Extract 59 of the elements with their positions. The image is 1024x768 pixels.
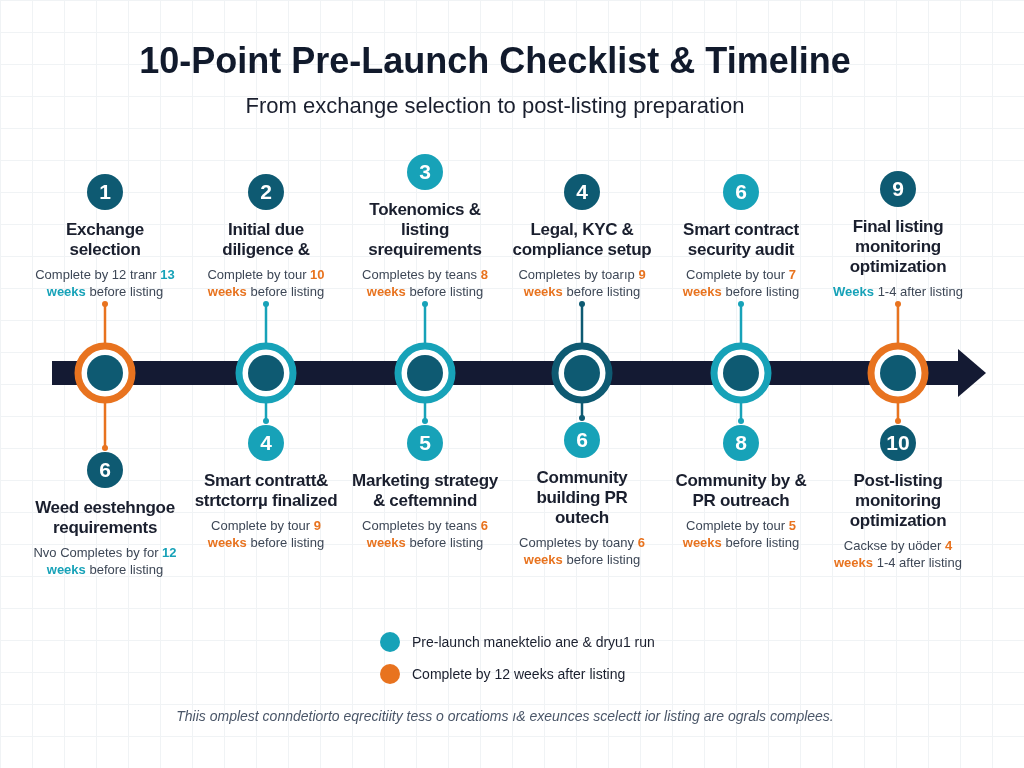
step-heading: Weed eestehngoe requirements: [34, 498, 176, 538]
step-heading: Community building PR outech: [535, 468, 629, 528]
due-date-text: Complete by tour 9 weeks before listing: [206, 517, 326, 551]
number-badge: 8: [723, 425, 759, 461]
connector-line: [422, 301, 428, 346]
step-heading: Exchange selection: [65, 220, 145, 260]
due-date-text: Completes by toany 6 weeks before listing: [518, 534, 646, 568]
number-badge: 10: [880, 425, 916, 461]
due-date-text: Complete by tour 10 weeks before listing: [206, 266, 326, 300]
step-heading: Tokenomics & listing srequirements: [367, 200, 483, 260]
number-badge: 2: [248, 174, 284, 210]
step-heading: Final listing monitoring optimization: [848, 217, 948, 277]
number-badge: 1: [87, 174, 123, 210]
step-heading: Marketing strategy & ceftemnind: [351, 471, 499, 511]
due-date-text: Completes by teans 6 weeks before listing: [361, 517, 489, 551]
title: 10-Point Pre-Launch Checklist & Timeline: [138, 40, 852, 82]
step-heading: Post-listing monitoring optimization: [848, 471, 948, 531]
connector-line: [102, 400, 108, 451]
legend-text: Pre-launch manektelio ane & dryu1 run: [412, 634, 655, 650]
due-date-text: Weeks 1-4 after listing: [833, 283, 963, 300]
number-badge: 4: [564, 174, 600, 210]
timeline-marker: [551, 342, 613, 404]
step-heading: Community by & PR outreach: [674, 471, 808, 511]
due-date-text: Complete by 12 tranr 13 weeks before listing: [34, 266, 176, 300]
due-date-text: Completes by teans 8 weeks before listing: [361, 266, 489, 300]
subtitle: From exchange selection to post-listing preparation: [244, 93, 746, 119]
connector-line: [422, 400, 428, 424]
step-heading: Smart contract security audit: [682, 220, 800, 260]
step-heading: Smart contratt& strtctorrµ finalized: [193, 471, 339, 511]
number-badge: 5: [407, 425, 443, 461]
connector-line: [738, 400, 744, 424]
due-date-text: Completes by toarıp 9 weeks before listing: [517, 266, 647, 300]
timeline-marker: [235, 342, 297, 404]
connector-line: [263, 301, 269, 346]
footnote: Thiis omplest conndetiorto eqrecitiity tess o orcatioms ı& exeunces scelectt ior listing are ograls complees.: [175, 708, 835, 724]
number-badge: 6: [564, 422, 600, 458]
timeline-marker: [710, 342, 772, 404]
number-badge: 3: [407, 154, 443, 190]
connector-line: [895, 301, 901, 346]
due-date-text: Complete by tour 7 weeks before listing: [681, 266, 801, 300]
connector-line: [895, 400, 901, 424]
number-badge: 6: [87, 452, 123, 488]
number-badge: 4: [248, 425, 284, 461]
due-date-text: Nvo Completes by for 12 weeks before listing: [32, 544, 178, 578]
connector-line: [579, 301, 585, 346]
step-heading: Legal, KYC & compliance setup: [511, 220, 653, 260]
connector-line: [102, 301, 108, 346]
connector-line: [738, 301, 744, 346]
timeline-marker: [394, 342, 456, 404]
connector-line: [579, 400, 585, 421]
number-badge: 9: [880, 171, 916, 207]
due-date-text: Cackse by uöder 4 weeks 1-4 after listing: [833, 537, 963, 571]
timeline-marker: [74, 342, 136, 404]
due-date-text: Complete by tour 5 weeks before listing: [681, 517, 801, 551]
number-badge: 6: [723, 174, 759, 210]
connector-line: [263, 400, 269, 424]
legend-text: Complete by 12 weeks after listing: [412, 666, 626, 682]
timeline-marker: [867, 342, 929, 404]
step-heading: Initial due diligence &: [221, 220, 311, 260]
